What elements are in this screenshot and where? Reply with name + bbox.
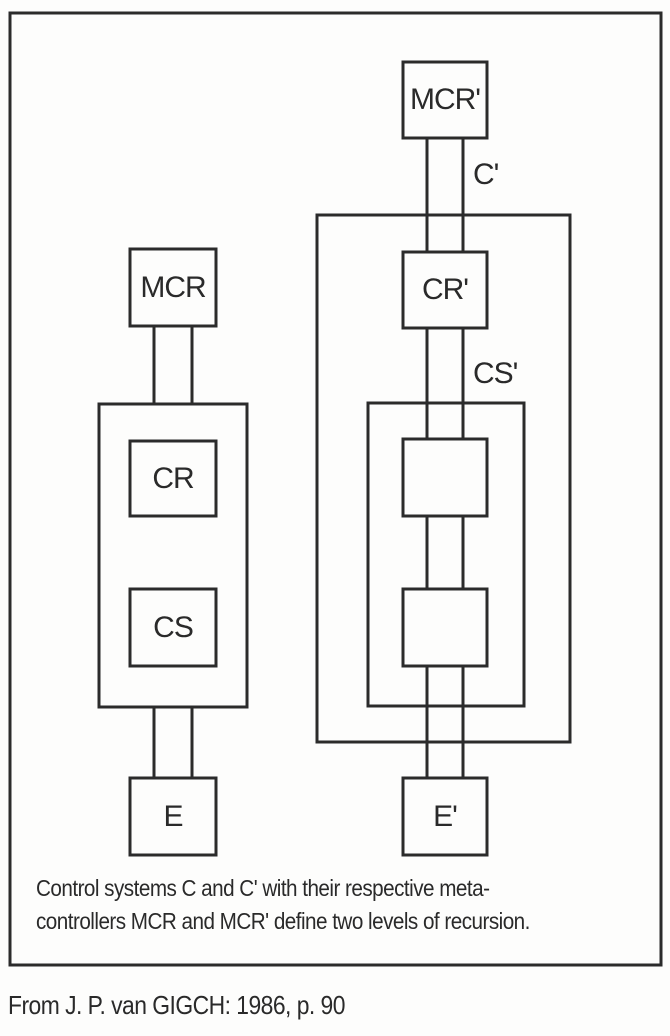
cr-prime-box <box>401 250 489 330</box>
mcr-prime-box <box>401 60 489 140</box>
source-citation: From J. P. van GIGCH: 1986, p. 90 <box>8 990 345 1020</box>
inner-block-2 <box>401 587 489 668</box>
cs-box <box>128 587 218 668</box>
caption-line-2: controllers MCR and MCR' define two leve… <box>36 908 530 934</box>
inner-block-1 <box>401 437 489 518</box>
mcr-label: MCR <box>140 271 206 304</box>
mcr-prime-label: MCR' <box>410 83 480 116</box>
cr-label: CR <box>152 462 194 495</box>
e-box <box>128 776 218 857</box>
e-label: E <box>163 800 182 833</box>
control-system-c-prime-box <box>315 213 572 744</box>
caption-line-1: Control systems C and C' with their resp… <box>36 875 490 901</box>
cr-box <box>128 439 218 518</box>
figure-caption: Control systems C and C' with their resp… <box>36 872 573 938</box>
left-control-system: MCR CR CS E <box>97 247 249 857</box>
cr-prime-label: CR' <box>422 273 468 306</box>
figure-frame <box>8 11 663 967</box>
cs-label: CS <box>153 611 193 644</box>
right-control-system: MCR' C' CR' CS' E' <box>315 60 572 857</box>
mcr-box <box>128 247 218 328</box>
controlled-system-cs-prime-box <box>366 401 526 708</box>
e-prime-label: E' <box>433 800 457 833</box>
cs-prime-label: CS' <box>473 357 518 390</box>
c-prime-label: C' <box>473 158 499 191</box>
e-prime-box <box>401 776 489 857</box>
